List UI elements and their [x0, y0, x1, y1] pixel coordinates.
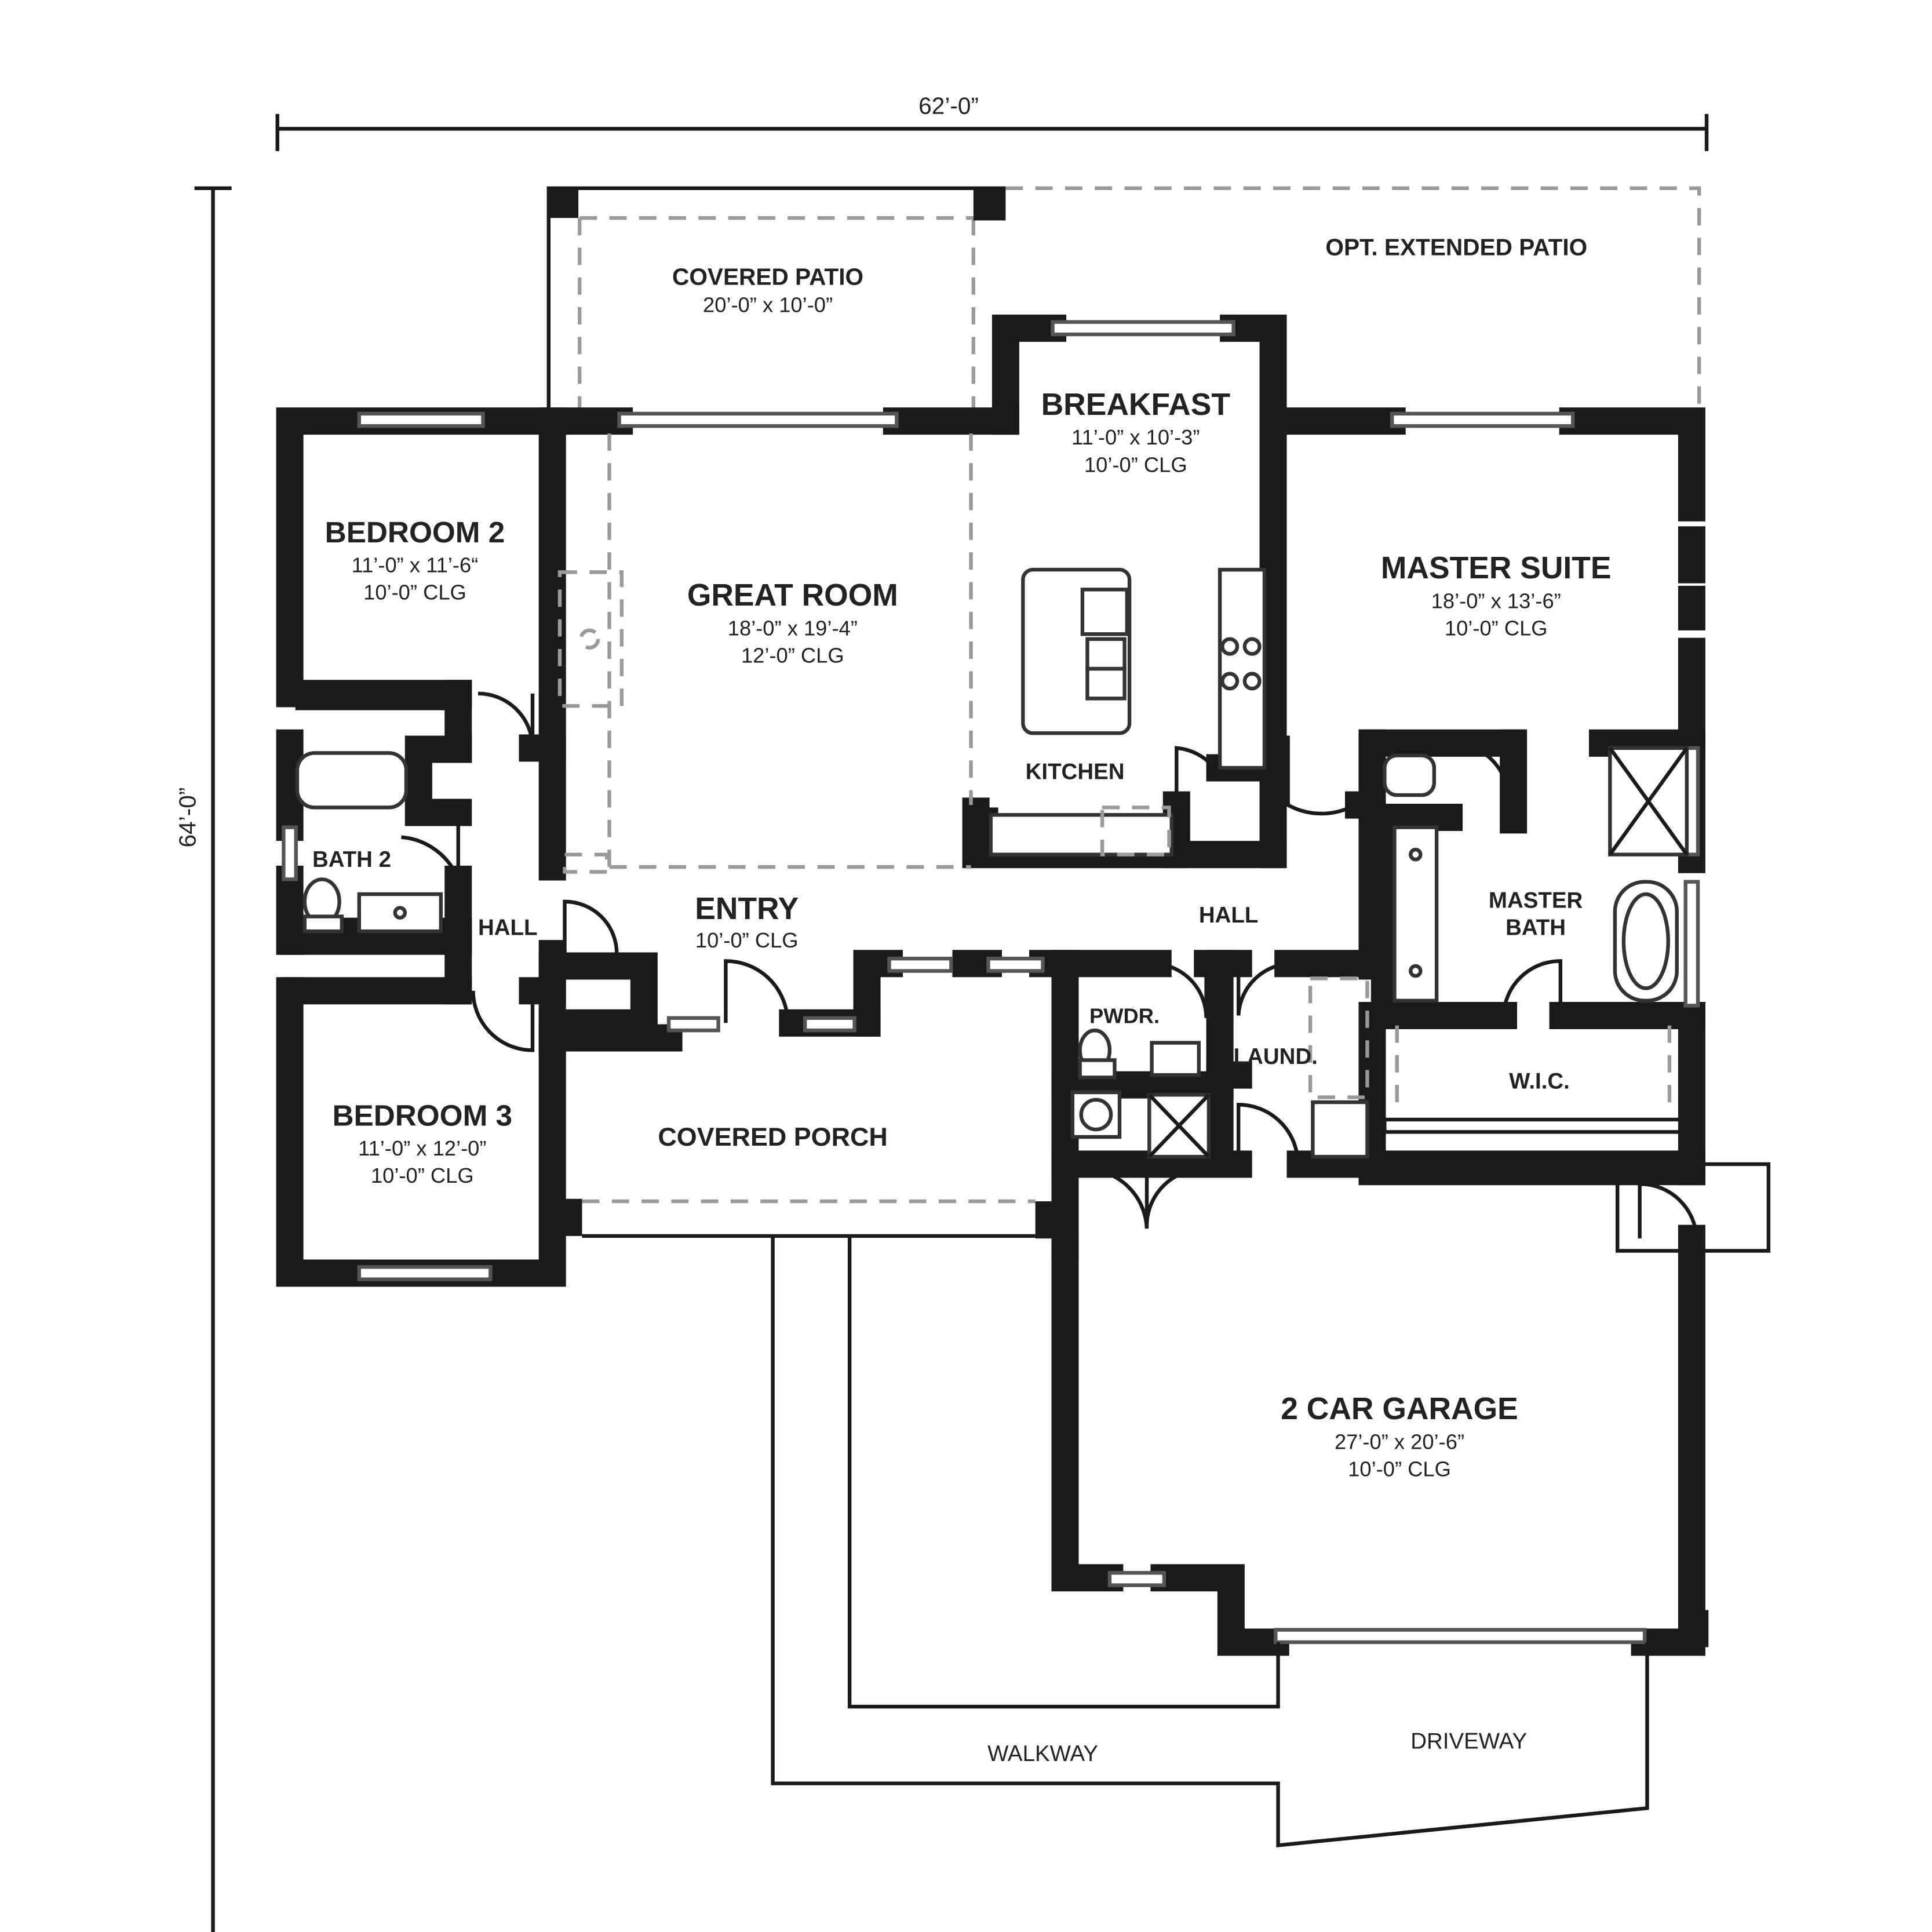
- garage-size: 27’-0” x 20’-6”: [1335, 1430, 1464, 1454]
- wic-name: W.I.C.: [1509, 1069, 1570, 1094]
- laund-name: LAUND.: [1234, 1044, 1318, 1069]
- bedroom3-name: BEDROOM 3: [332, 1099, 512, 1132]
- extended-patio-outline: [1005, 186, 1701, 419]
- master-bath-name-line2: BATH: [1505, 916, 1566, 941]
- hall-right-name: HALL: [1199, 903, 1259, 928]
- covered-patio-size: 20’-0” x 10’-0”: [703, 293, 833, 317]
- room-great-room: GREAT ROOM 18’-0” x 19’-4” 12’-0” CLG: [687, 578, 898, 667]
- bedroom2-ceiling: 10’-0” CLG: [363, 580, 466, 604]
- great-room-name: GREAT ROOM: [687, 578, 898, 613]
- master-bath-name-line1: MASTER: [1489, 888, 1583, 913]
- room-master-bath: MASTER BATH: [1489, 888, 1583, 941]
- kitchen-name: KITCHEN: [1026, 759, 1125, 784]
- hall-left-name: HALL: [478, 916, 538, 941]
- depth-dimension-label: 64’-0”: [174, 788, 201, 848]
- room-entry: ENTRY 10’-0” CLG: [695, 892, 799, 952]
- bedroom2-size: 11’-0” x 11’-6“: [352, 553, 479, 577]
- covered-patio-name: COVERED PATIO: [672, 264, 863, 290]
- porch-post-right: [1035, 1201, 1065, 1239]
- bedroom2-name: BEDROOM 2: [325, 516, 505, 549]
- walkway-name: WALKWAY: [987, 1741, 1098, 1766]
- breakfast-ceiling: 10’-0” CLG: [1084, 453, 1187, 476]
- pwdr-name: PWDR.: [1089, 1004, 1160, 1027]
- great-room-ceiling: 12’-0” CLG: [741, 643, 844, 667]
- bath2-name: BATH 2: [312, 847, 391, 872]
- entry-ceiling: 10’-0” CLG: [695, 928, 799, 952]
- driveway-name: DRIVEWAY: [1410, 1729, 1527, 1754]
- fireplace: [557, 433, 973, 874]
- master-suite-name: MASTER SUITE: [1381, 551, 1612, 585]
- room-breakfast: BREAKFAST 11’-0” x 10’-3” 10’-0” CLG: [1041, 388, 1231, 476]
- great-room-size: 18’-0” x 19’-4”: [728, 616, 858, 640]
- master-suite-ceiling: 10’-0” CLG: [1445, 616, 1548, 640]
- windows: [282, 320, 1700, 1645]
- porch-post-left: [552, 1198, 582, 1236]
- breakfast-size: 11’-0” x 10’-3”: [1071, 425, 1200, 449]
- width-dimension-label: 62’-0”: [918, 93, 979, 119]
- room-bedroom-3: BEDROOM 3 11’-0” x 12’-0” 10’-0” CLG: [332, 1099, 512, 1187]
- covered-patio-outline: [546, 186, 1006, 419]
- depth-dimension: 64’-0”: [174, 186, 232, 1932]
- room-covered-patio: COVERED PATIO 20’-0” x 10’-0”: [672, 264, 863, 317]
- kitchen-fixtures: [989, 567, 1267, 856]
- room-garage: 2 CAR GARAGE 27’-0” x 20’-6” 10’-0” CLG: [1281, 1392, 1518, 1481]
- width-dimension: 62’-0”: [275, 93, 1709, 151]
- master-suite-size: 18’-0” x 13’-6”: [1431, 589, 1561, 613]
- covered-porch-name: COVERED PORCH: [658, 1122, 887, 1151]
- garage-ceiling: 10’-0” CLG: [1348, 1457, 1451, 1481]
- room-bedroom-2: BEDROOM 2 11’-0” x 11’-6“ 10’-0” CLG: [325, 516, 505, 604]
- entry-name: ENTRY: [695, 892, 799, 926]
- doors: [401, 691, 1771, 1253]
- garage-name: 2 CAR GARAGE: [1281, 1392, 1518, 1426]
- site-outlines: [280, 1226, 1709, 1847]
- room-master-suite: MASTER SUITE 18’-0” x 13’-6” 10’-0” CLG: [1381, 551, 1612, 640]
- bedroom3-ceiling: 10’-0” CLG: [371, 1164, 474, 1187]
- opt-extended-patio-name: OPT. EXTENDED PATIO: [1325, 234, 1587, 260]
- breakfast-name: BREAKFAST: [1041, 388, 1231, 422]
- bath-fixtures: [295, 697, 1689, 1159]
- bedroom3-size: 11’-0” x 12’-0”: [358, 1136, 486, 1160]
